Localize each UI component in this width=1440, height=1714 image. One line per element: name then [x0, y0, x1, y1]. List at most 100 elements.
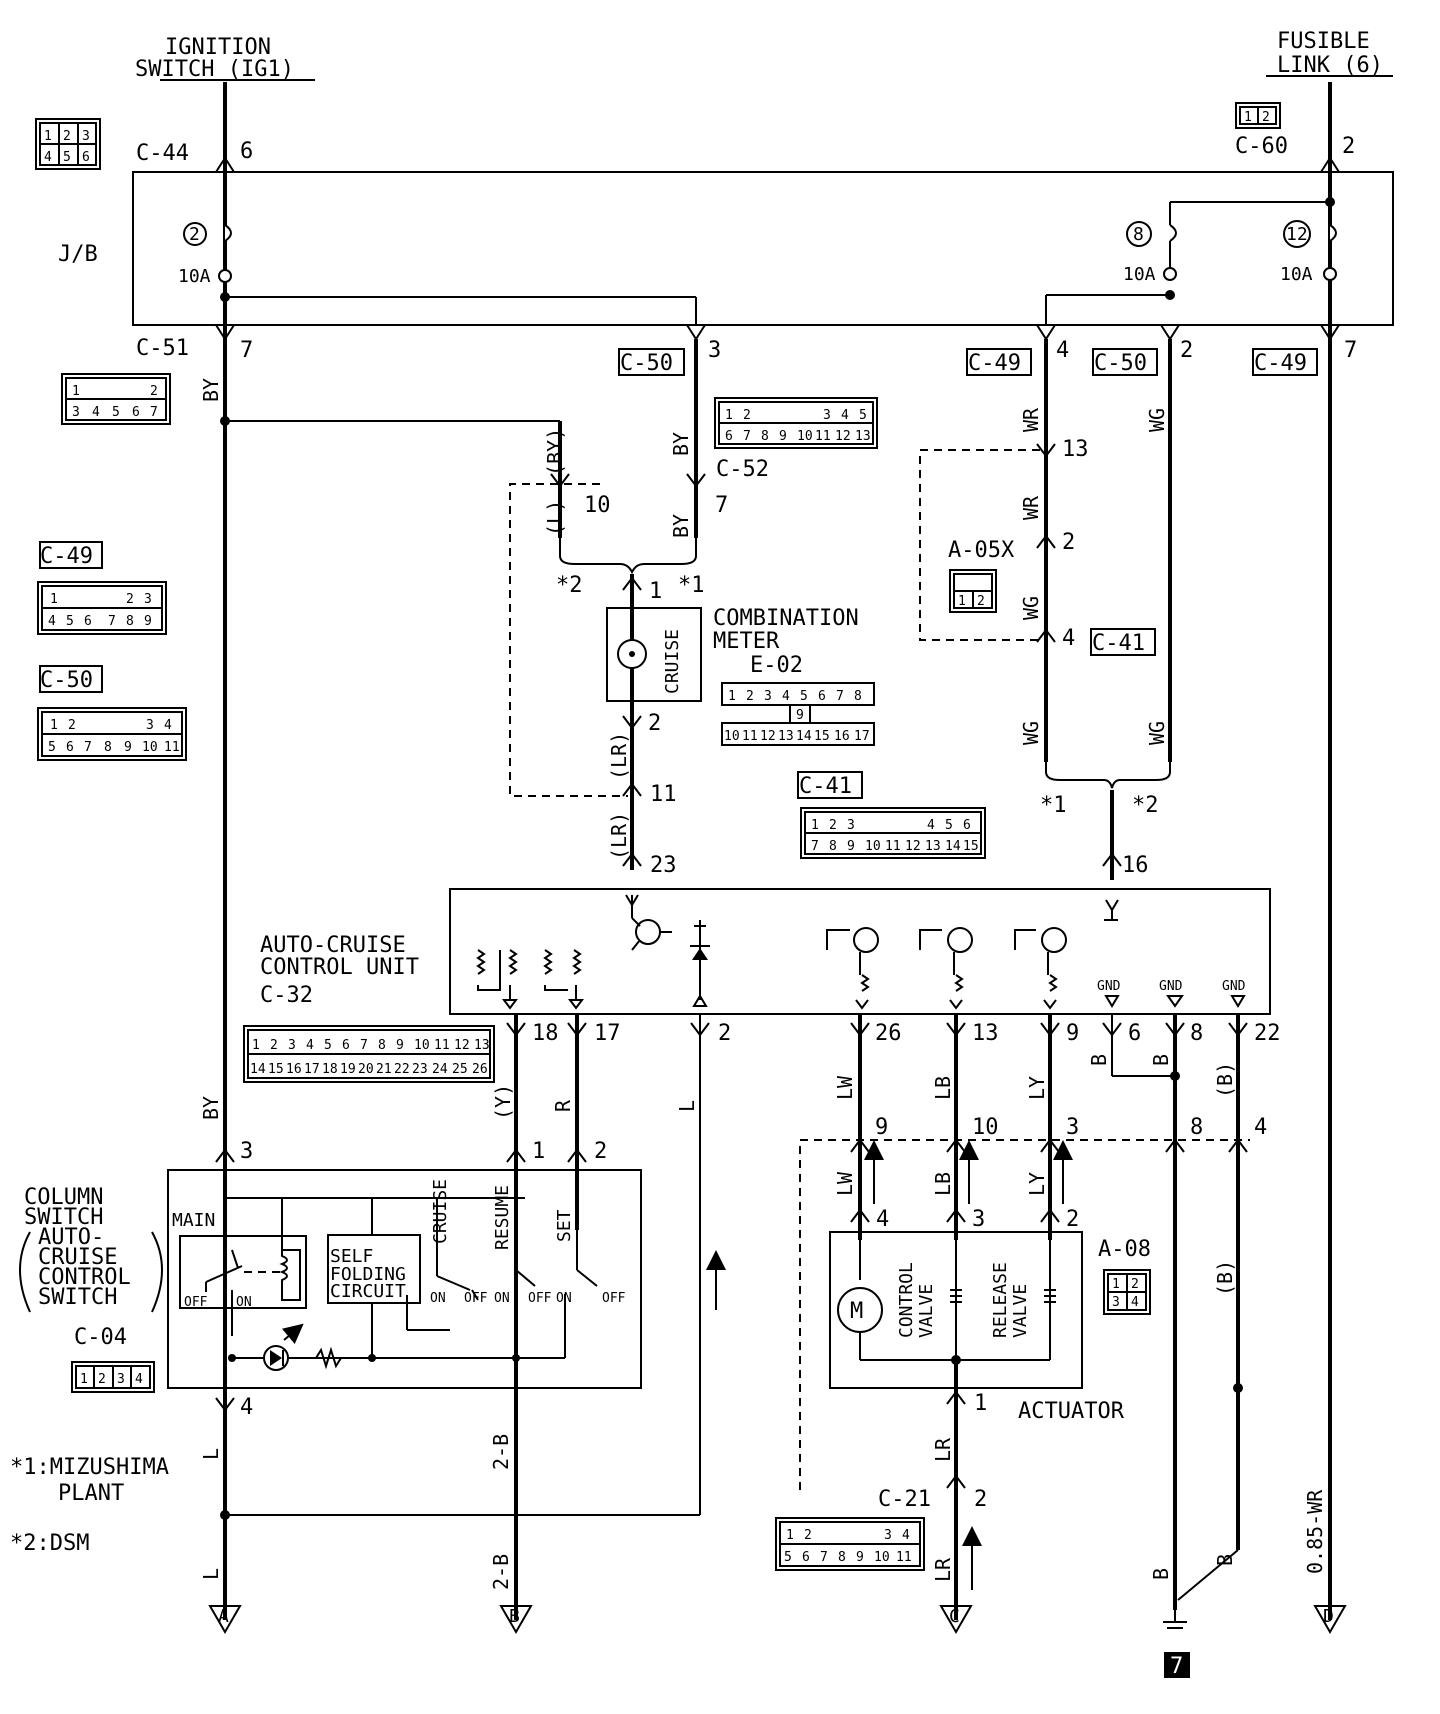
act-pin-8: 8 [1190, 1115, 1203, 1140]
svg-text:4: 4 [164, 718, 172, 733]
c32-label: C-32 [260, 983, 313, 1008]
svg-text:4: 4 [44, 150, 52, 165]
svg-text:2: 2 [68, 718, 76, 733]
svg-text:5: 5 [784, 1550, 792, 1565]
actuator-pin-1: 1 [974, 1391, 987, 1416]
pin-2-wr: 2 [1062, 530, 1075, 555]
svg-text:15: 15 [814, 729, 830, 744]
svg-text:8: 8 [378, 1038, 386, 1053]
wire-l-1: L [199, 1448, 223, 1460]
note-1-l2: PLANT [58, 1481, 124, 1506]
svg-text:1: 1 [786, 1528, 794, 1543]
svg-text:7: 7 [150, 405, 158, 420]
wire-b-2: B [1149, 1054, 1173, 1066]
svg-text:26: 26 [472, 1062, 488, 1077]
svg-text:8: 8 [838, 1550, 846, 1565]
svg-text:12: 12 [905, 839, 921, 854]
svg-text:7: 7 [811, 839, 819, 854]
column-label-4: CRUISE [38, 1245, 117, 1270]
svg-text:7: 7 [84, 740, 92, 755]
svg-text:10: 10 [142, 740, 158, 755]
svg-text:3: 3 [72, 405, 80, 420]
wire-lb-2: LB [931, 1172, 955, 1196]
svg-text:5: 5 [324, 1038, 332, 1053]
svg-text:2: 2 [126, 592, 134, 607]
meter-pin-2: 2 [648, 711, 661, 736]
sw-resume-label: RESUME [492, 1185, 513, 1250]
svg-text:16: 16 [834, 729, 850, 744]
colsw-pin-2: 2 [594, 1139, 607, 1164]
fuse-2-num: 2 [189, 224, 200, 245]
svg-text:A: A [218, 1606, 229, 1627]
svg-text:3: 3 [884, 1528, 892, 1543]
pin-6-acu: 6 [1128, 1021, 1141, 1046]
svg-text:12: 12 [835, 429, 851, 444]
wire-wr-2: WR [1019, 495, 1043, 520]
wire-wg-3: WG [1019, 721, 1043, 745]
release-valve-l2: VALVE [1010, 1284, 1031, 1338]
wire-l-paren: (L) [543, 500, 567, 536]
c50b-pin: 2 [1180, 338, 1193, 363]
fuse-2-rating: 10A [178, 266, 211, 287]
svg-text:3: 3 [82, 129, 90, 144]
svg-text:5: 5 [800, 689, 808, 704]
svg-text:1: 1 [958, 594, 966, 609]
fuse-12-num: 12 [1286, 224, 1308, 245]
svg-text:1: 1 [50, 592, 58, 607]
wire-by-2: BY [669, 432, 693, 456]
svg-text:1: 1 [725, 408, 733, 423]
wire-b-1: B [1087, 1054, 1111, 1066]
svg-text:2: 2 [98, 1372, 106, 1387]
svg-text:2: 2 [1131, 1277, 1139, 1292]
svg-text:13: 13 [925, 839, 941, 854]
connector-face-c21: 1 2 3 4 5 6 7 8 9 10 11 [775, 1517, 925, 1571]
svg-text:C-50: C-50 [620, 351, 673, 376]
c04-label: C-04 [74, 1325, 127, 1350]
svg-text:14: 14 [796, 729, 812, 744]
pin-26: 26 [875, 1021, 902, 1046]
star-1-b: *1 [1040, 793, 1067, 818]
acu-diode [690, 920, 710, 1007]
svg-text:1: 1 [50, 718, 58, 733]
pin-9-acu: 9 [1066, 1021, 1079, 1046]
colsw-pin-3: 3 [240, 1139, 253, 1164]
svg-text:9: 9 [144, 614, 152, 629]
svg-text:13: 13 [474, 1038, 490, 1053]
svg-text:8: 8 [761, 429, 769, 444]
svg-text:C-50: C-50 [40, 668, 93, 693]
wire-ly-1: LY [1025, 1076, 1049, 1100]
pin-13-wr: 13 [1062, 437, 1089, 462]
wire-lr-paren-2: (LR) [607, 812, 631, 860]
motor-label: M [850, 1299, 863, 1324]
svg-text:6: 6 [963, 818, 971, 833]
svg-text:6: 6 [818, 689, 826, 704]
wire-lb-1: LB [931, 1076, 955, 1100]
svg-text:2: 2 [977, 594, 985, 609]
svg-text:2: 2 [63, 129, 71, 144]
fusible-label-2: LINK (6) [1277, 53, 1383, 78]
svg-text:1: 1 [1244, 110, 1252, 125]
svg-text:8: 8 [126, 614, 134, 629]
svg-text:B: B [509, 1606, 520, 1627]
act-pin-3: 3 [1066, 1115, 1079, 1140]
sw-set-label: SET [554, 1209, 575, 1242]
wire-lw-1: LW [833, 1075, 857, 1100]
svg-text:1: 1 [252, 1038, 260, 1053]
svg-text:3: 3 [288, 1038, 296, 1053]
svg-text:4: 4 [841, 408, 849, 423]
wire-b-3: B [1149, 1568, 1173, 1580]
svg-text:17: 17 [304, 1062, 320, 1077]
terminal-d: D [1313, 1605, 1347, 1635]
wire-by-1: BY [199, 378, 223, 402]
c49b-pin: 7 [1344, 338, 1357, 363]
sw-set-on: ON [556, 1291, 572, 1306]
star-1-a: *1 [678, 573, 705, 598]
c60-label: C-60 [1235, 134, 1288, 159]
fuse-12-rating: 10A [1280, 264, 1313, 285]
svg-text:10: 10 [797, 429, 813, 444]
svg-text:6: 6 [802, 1550, 810, 1565]
c50-face-label: C-50 [39, 665, 103, 693]
main-off-label: OFF [184, 1295, 208, 1310]
svg-text:15: 15 [268, 1062, 284, 1077]
svg-text:2: 2 [746, 689, 754, 704]
